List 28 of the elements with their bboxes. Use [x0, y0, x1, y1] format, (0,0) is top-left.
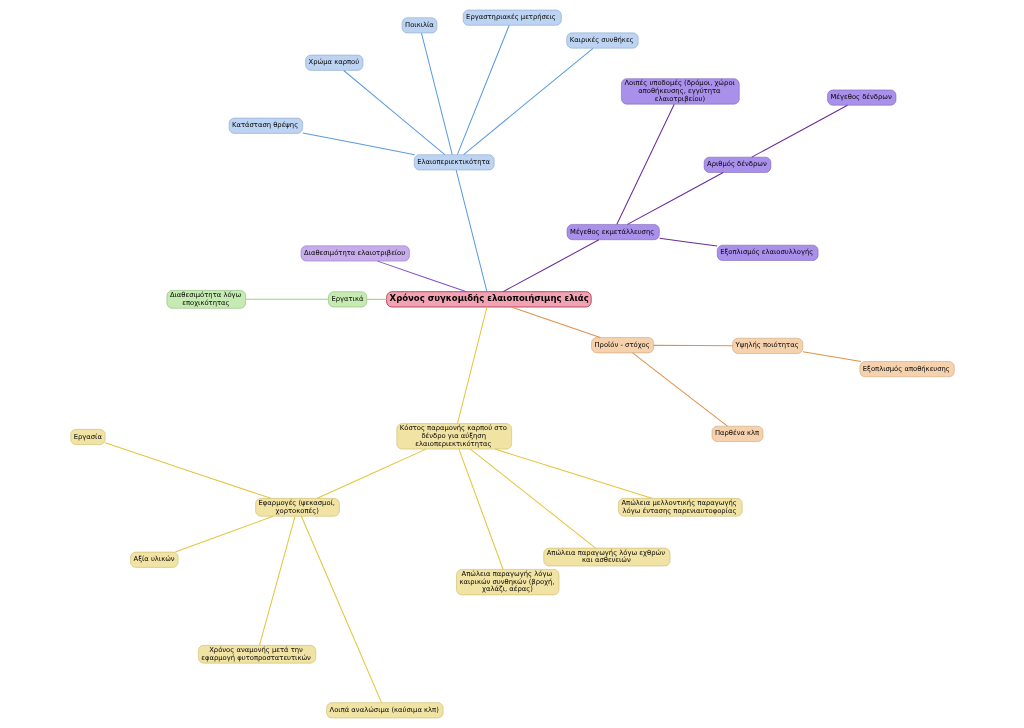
- node-box: Χρόνος συγκομιδής ελαιοποιήσιμης ελιάς: [385, 291, 592, 308]
- connector: [365, 298, 387, 300]
- connector: [456, 24, 510, 156]
- connector: [510, 306, 601, 339]
- connector: [244, 298, 329, 300]
- connector: [457, 448, 503, 570]
- connector: [462, 47, 593, 156]
- connector: [631, 352, 728, 427]
- connector: [104, 442, 271, 499]
- connector: [376, 260, 467, 293]
- connector: [301, 132, 415, 156]
- connector: [342, 70, 445, 156]
- connector: [615, 103, 675, 225]
- connector: [652, 344, 733, 347]
- connector: [455, 169, 487, 293]
- connector: [316, 448, 427, 499]
- connector: [626, 172, 724, 225]
- connector: [493, 448, 652, 499]
- connector: [750, 104, 848, 158]
- connector: [502, 239, 599, 293]
- connector: [174, 515, 274, 553]
- connector: [658, 237, 718, 247]
- connector: [469, 448, 596, 549]
- connector: [300, 515, 382, 704]
- connector: [420, 32, 453, 156]
- connector: [456, 306, 487, 425]
- connector: [258, 515, 296, 646]
- connector: [801, 351, 862, 362]
